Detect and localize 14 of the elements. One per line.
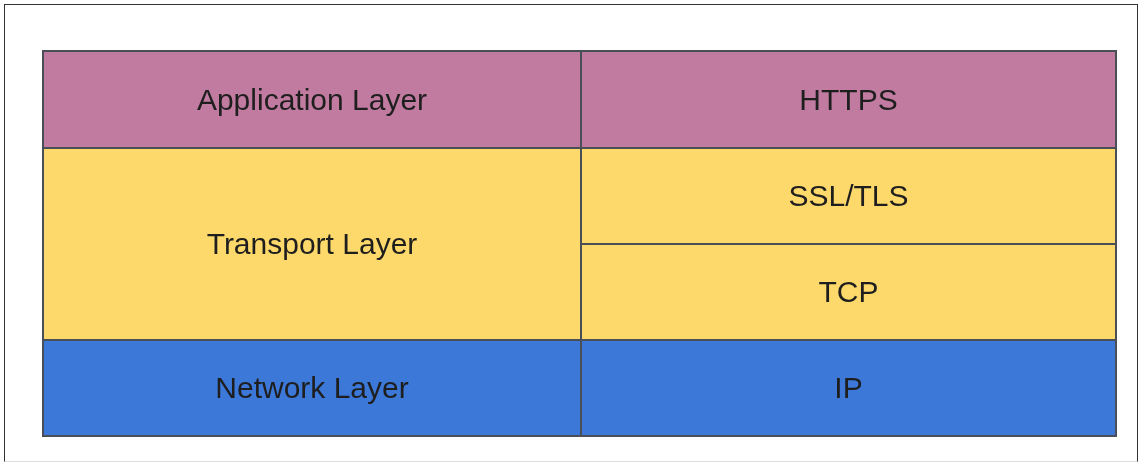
layer-cell [580,147,1117,245]
layer-cell [42,147,582,341]
cell-label: HTTPS [799,82,898,117]
cell-label: Transport Layer [206,227,418,261]
cell-label: TCP [818,275,879,309]
layer-cell [580,243,1117,341]
cell-label: Application Layer [196,82,428,117]
layer-cell [42,339,582,437]
cell-label: IP [834,371,863,405]
layer-cell [42,50,582,149]
cell-label: Network Layer [215,371,409,405]
cell-label: SSL/TLS [788,179,909,213]
layer-cell [580,50,1117,149]
layer-cell [580,339,1117,437]
